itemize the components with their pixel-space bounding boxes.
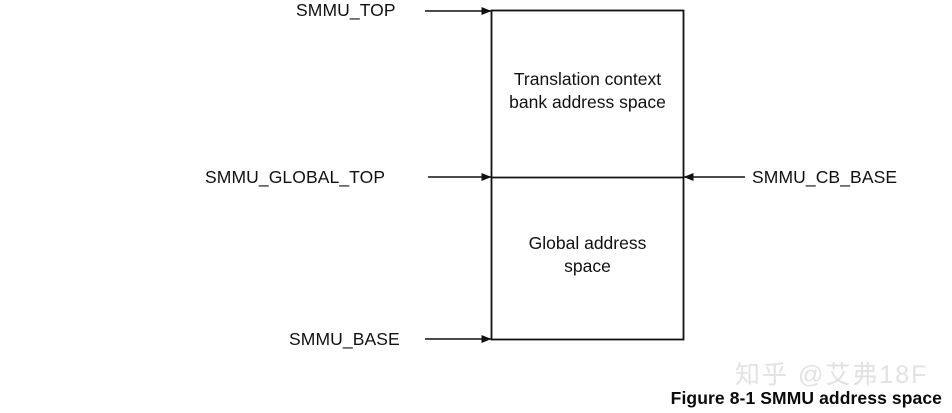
figure-caption: Figure 8-1 SMMU address space (670, 388, 942, 408)
smmu-cb-base-label: SMMU_CB_BASE (752, 167, 898, 187)
translation-context-bank-region-label: Translation context bank address space (509, 69, 666, 113)
smmu-top-label: SMMU_TOP (296, 0, 396, 20)
address-space-box (490, 9, 685, 341)
smmu-global-top-label: SMMU_GLOBAL_TOP (205, 167, 386, 187)
smmu-base-label: SMMU_BASE (289, 329, 400, 349)
global-address-space-region-label: Global address space (528, 233, 647, 277)
